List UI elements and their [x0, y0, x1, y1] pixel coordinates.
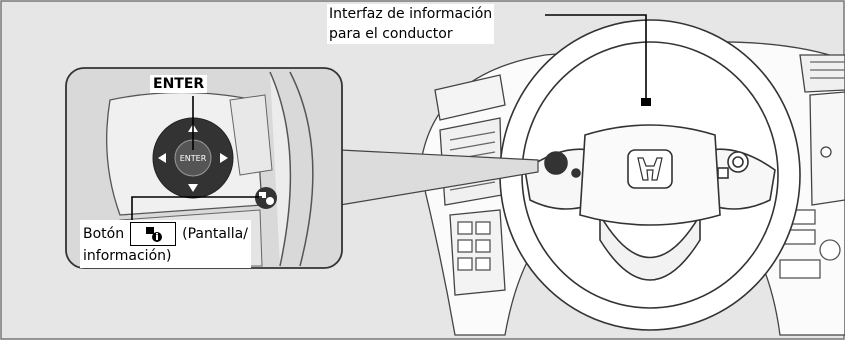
button-label-prefix: Botón	[83, 226, 125, 242]
enter-label: ENTER	[150, 75, 208, 93]
phone-info-icon	[146, 227, 163, 242]
display-info-button	[255, 187, 277, 209]
zoom-inset: ENTER	[65, 67, 343, 269]
display-info-icon-box	[130, 222, 177, 246]
dpad-left-arrow	[158, 153, 166, 163]
display-info-button-label: Botón (Pantalla/ información)	[80, 220, 251, 268]
dpad-down-arrow	[188, 184, 198, 192]
button-label-line1: Botón (Pantalla/	[83, 222, 248, 246]
driver-info-label: Interfaz de información para el conducto…	[327, 4, 495, 44]
driver-info-line2: para el conductor	[329, 26, 453, 42]
leader-lines	[131, 14, 647, 220]
enter-pad-text: ENTER	[180, 154, 207, 163]
enter-dpad: ENTER	[152, 117, 234, 199]
button-label-line2: información)	[83, 248, 172, 264]
button-label-suffix: (Pantalla/	[182, 226, 248, 242]
driver-info-line1: Interfaz de información	[329, 6, 493, 22]
dpad-right-arrow	[220, 153, 228, 163]
steering-wheel	[499, 19, 801, 331]
